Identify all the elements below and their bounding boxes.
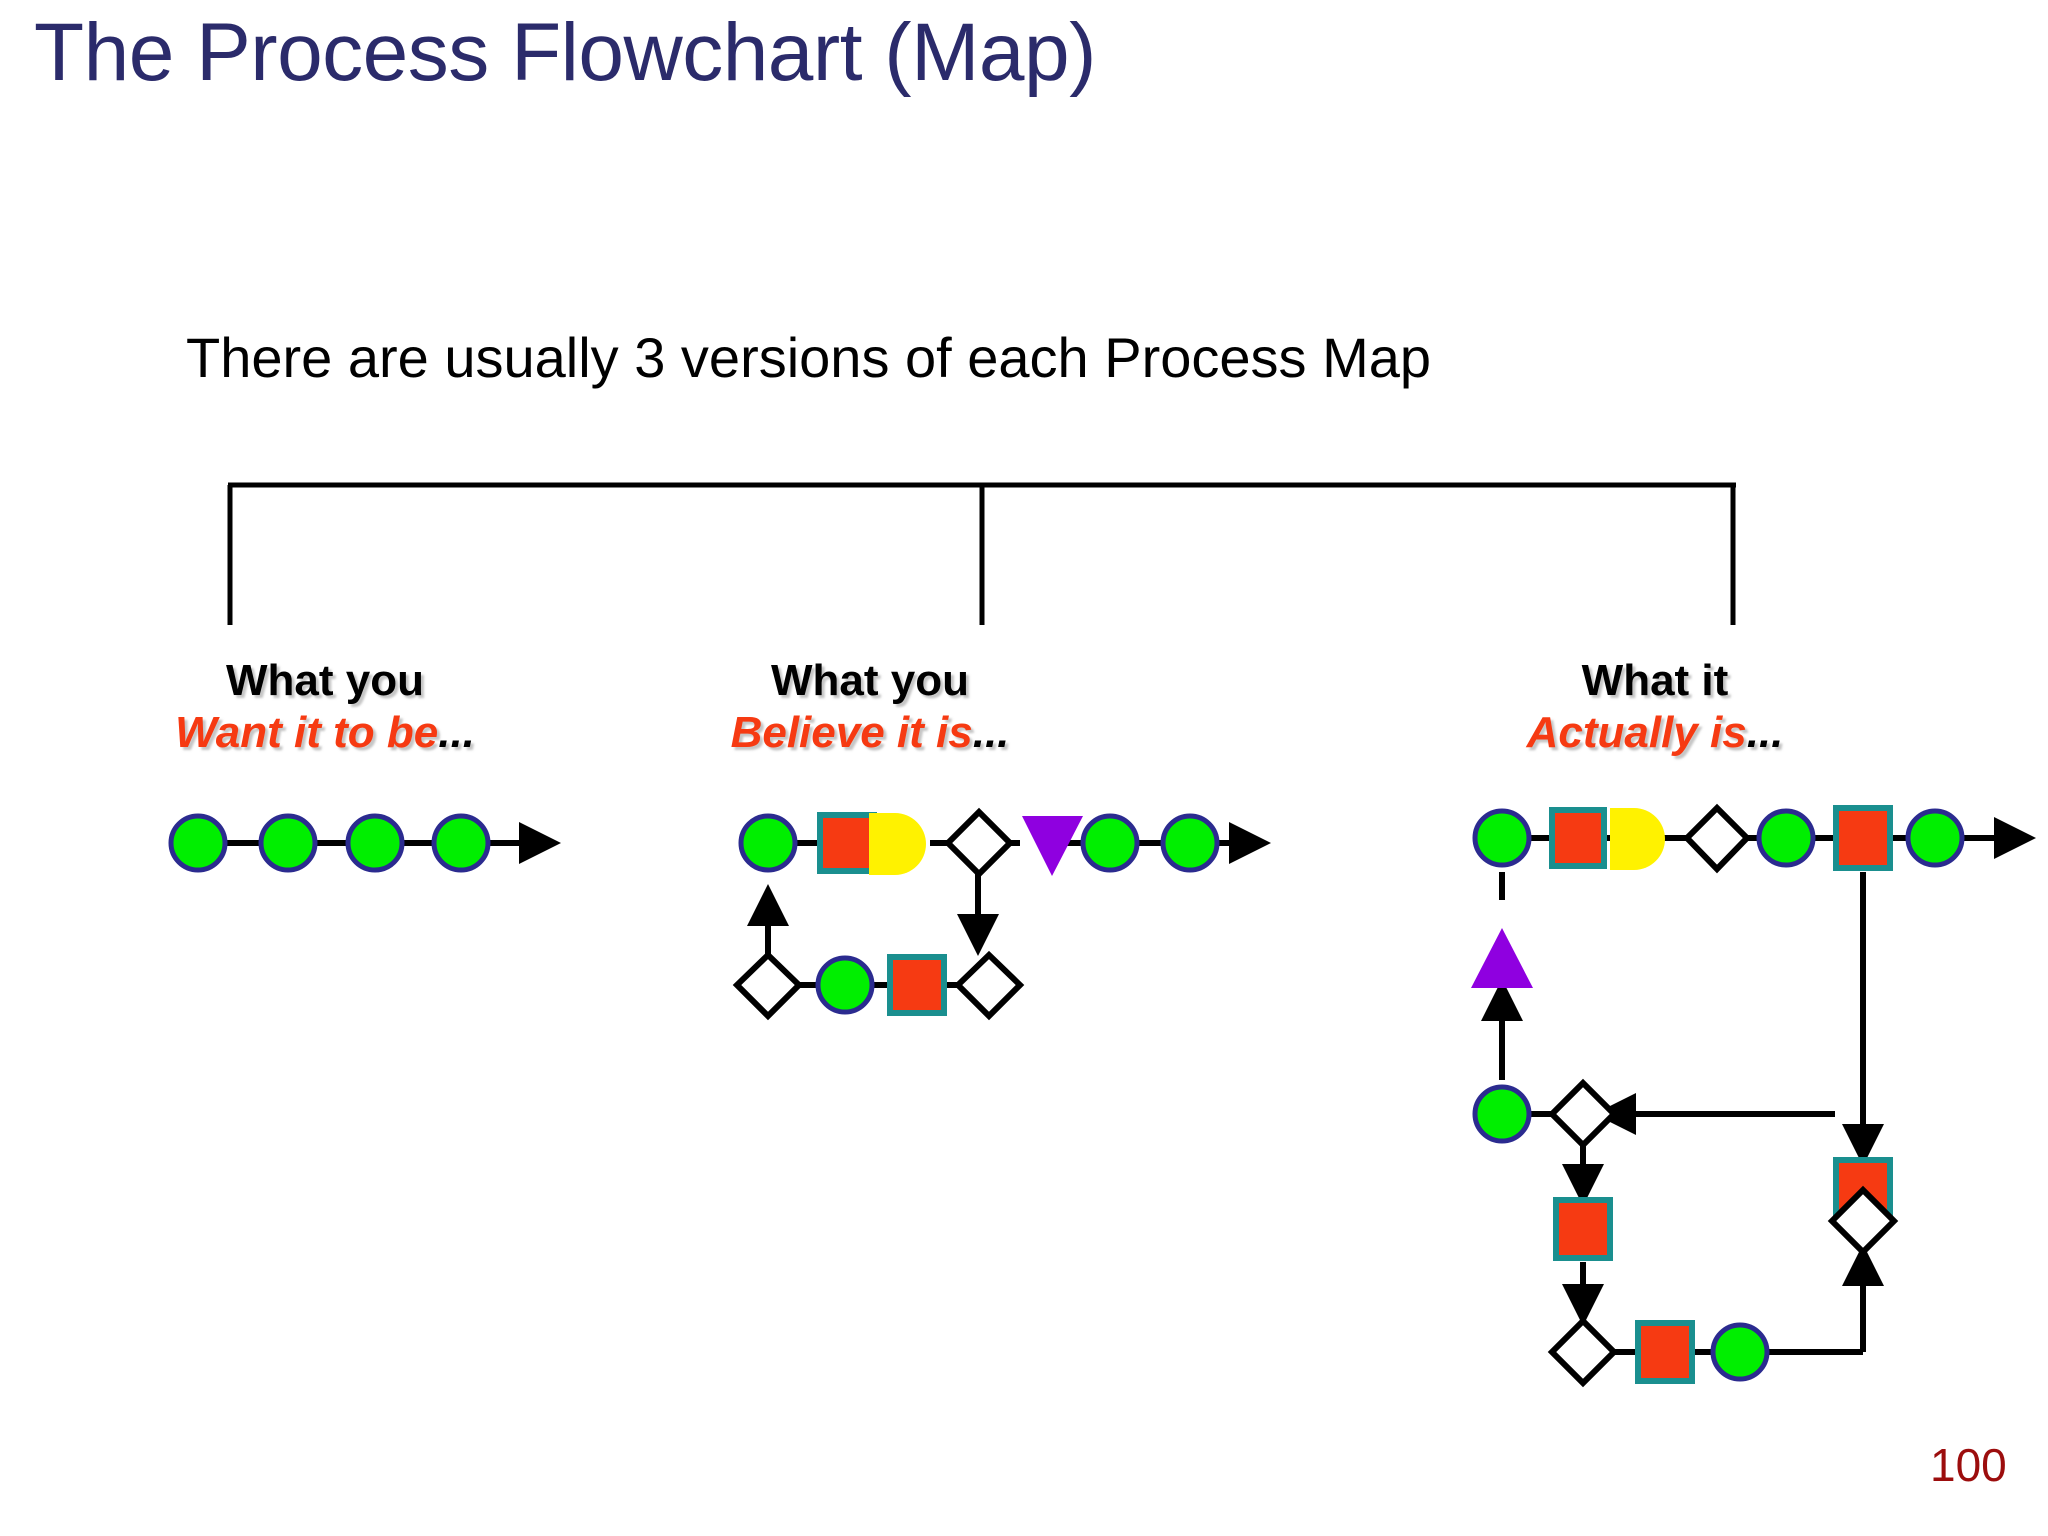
heading-tail: ... xyxy=(1746,707,1784,757)
shape-circle-step xyxy=(431,813,491,873)
shape-circle-step xyxy=(1080,813,1140,873)
heading-line-1: What you xyxy=(226,656,424,705)
shape-circle-step xyxy=(258,813,318,873)
shape-diamond-loop xyxy=(1547,1316,1619,1388)
subtitle-text: There are usually 3 versions of each Pro… xyxy=(186,326,1432,389)
shape-circle-step xyxy=(345,813,405,873)
heading-tail: ... xyxy=(438,707,475,757)
shape-square-loop xyxy=(1553,1197,1613,1261)
flow-want xyxy=(168,813,561,873)
shape-circle-loop xyxy=(815,955,875,1015)
page-title: The Process Flowchart (Map) xyxy=(34,7,1096,98)
flow-actually xyxy=(1471,803,2036,1388)
shape-circle-start xyxy=(1472,808,1532,868)
heading-emphasis: Believe it is xyxy=(730,707,973,757)
shape-diamond-loop-right xyxy=(953,950,1025,1021)
shape-document xyxy=(869,813,926,875)
flow-believe xyxy=(732,807,1271,1021)
shape-diamond-loop-left xyxy=(732,950,804,1021)
heading-line-2: Want it to be... xyxy=(75,707,575,759)
shape-circle-step xyxy=(1756,808,1816,868)
shape-square-process xyxy=(817,812,877,874)
shape-circle-start xyxy=(168,813,228,873)
column-heading-believe: What you Believe it is... xyxy=(620,655,1120,759)
page-number: 100 xyxy=(1930,1439,2007,1491)
shape-square-process xyxy=(1549,807,1607,869)
shape-document xyxy=(1610,808,1665,870)
shape-diamond-loop-right xyxy=(1827,1185,1899,1257)
shape-square-process xyxy=(1833,805,1893,871)
shape-triangle-up xyxy=(1471,928,1533,988)
heading-line-1: What you xyxy=(771,656,969,705)
heading-emphasis: Actually is xyxy=(1526,707,1747,757)
heading-line-1: What it xyxy=(1581,656,1729,705)
shape-diamond-decision xyxy=(943,807,1015,879)
shape-circle-step xyxy=(1160,813,1220,873)
shape-circle-start xyxy=(738,813,798,873)
shape-triangle-down xyxy=(1022,816,1083,876)
heading-tail: ... xyxy=(972,707,1010,757)
shape-circle-loop xyxy=(1710,1322,1770,1382)
heading-line-2: Actually is... xyxy=(1445,707,1865,759)
shape-circle-step xyxy=(1905,808,1965,868)
shape-diamond-loop xyxy=(1547,1078,1619,1150)
heading-emphasis: Want it to be xyxy=(175,707,439,757)
shape-diamond-decision xyxy=(1682,803,1752,874)
shape-square-loop xyxy=(887,954,947,1016)
column-heading-want: What you Want it to be... xyxy=(75,655,575,759)
shape-circle-loop xyxy=(1472,1084,1532,1144)
column-heading-actually: What it Actually is... xyxy=(1445,655,1865,759)
shape-square-loop xyxy=(1635,1320,1695,1384)
heading-line-2: Believe it is... xyxy=(620,707,1120,759)
